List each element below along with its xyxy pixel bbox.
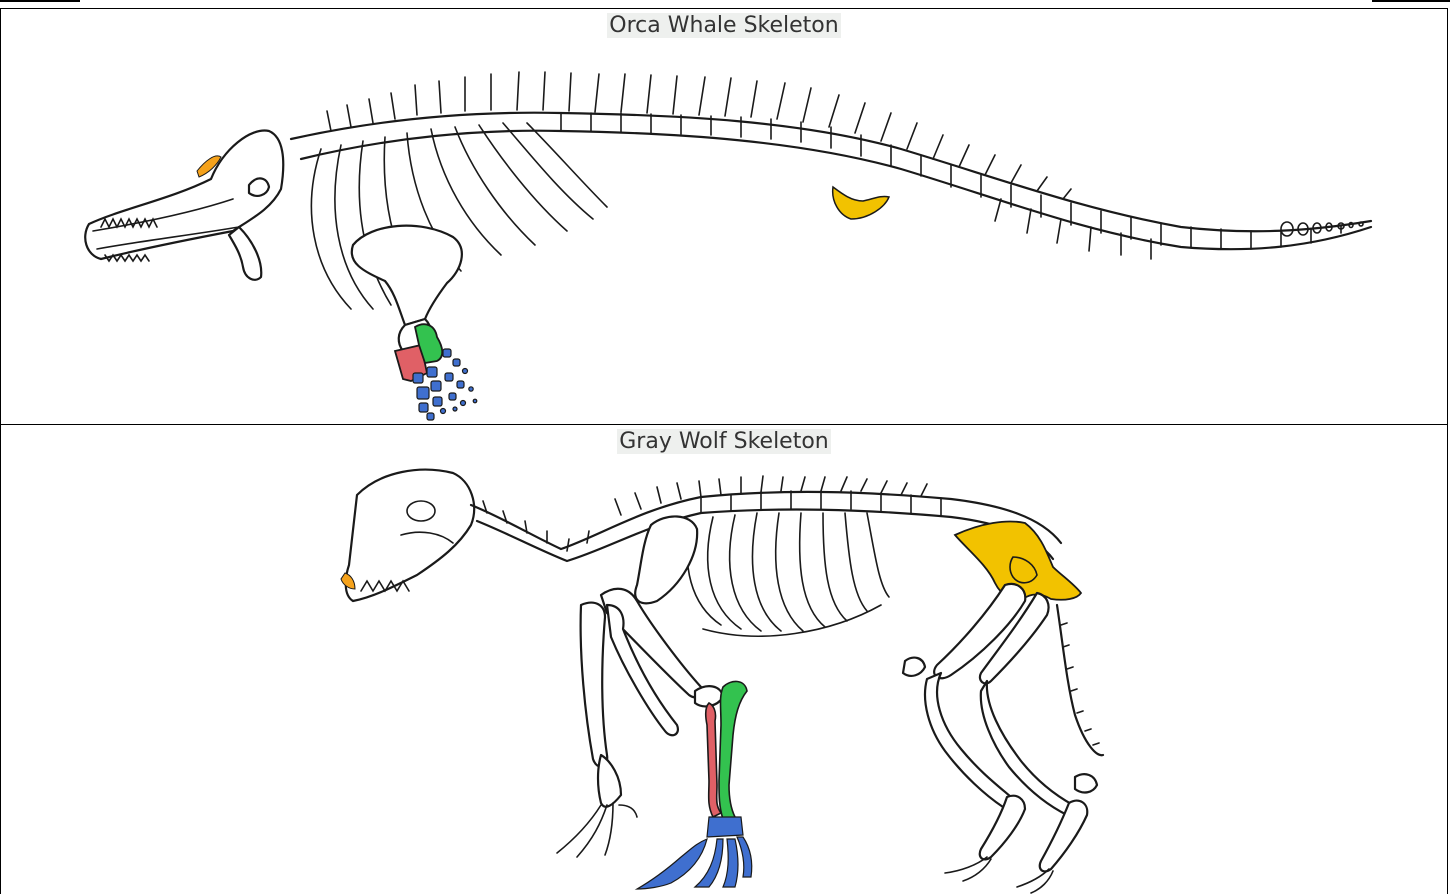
wolf-scapula [635, 516, 697, 603]
orca-panel: Orca Whale Skeleton [0, 8, 1448, 425]
orca-scapula [352, 226, 462, 325]
wolf-ribs [687, 513, 889, 636]
orca-skeleton [1, 9, 1447, 424]
wolf-skeleton [1, 425, 1447, 895]
wolf-panel: Gray Wolf Skeleton [0, 424, 1448, 894]
orca-ribs [311, 123, 607, 309]
orca-pelvis [833, 187, 889, 219]
orca-skull [85, 131, 283, 280]
wolf-skull [346, 470, 474, 601]
orca-vertebral-column [291, 72, 1371, 259]
top-left-rule [0, 0, 80, 2]
wolf-ulna [719, 681, 747, 819]
wolf-hand-bones [637, 817, 752, 889]
top-right-rule [1372, 0, 1450, 2]
wolf-hind-legs [903, 584, 1097, 893]
wolf-front-legs [557, 589, 723, 857]
